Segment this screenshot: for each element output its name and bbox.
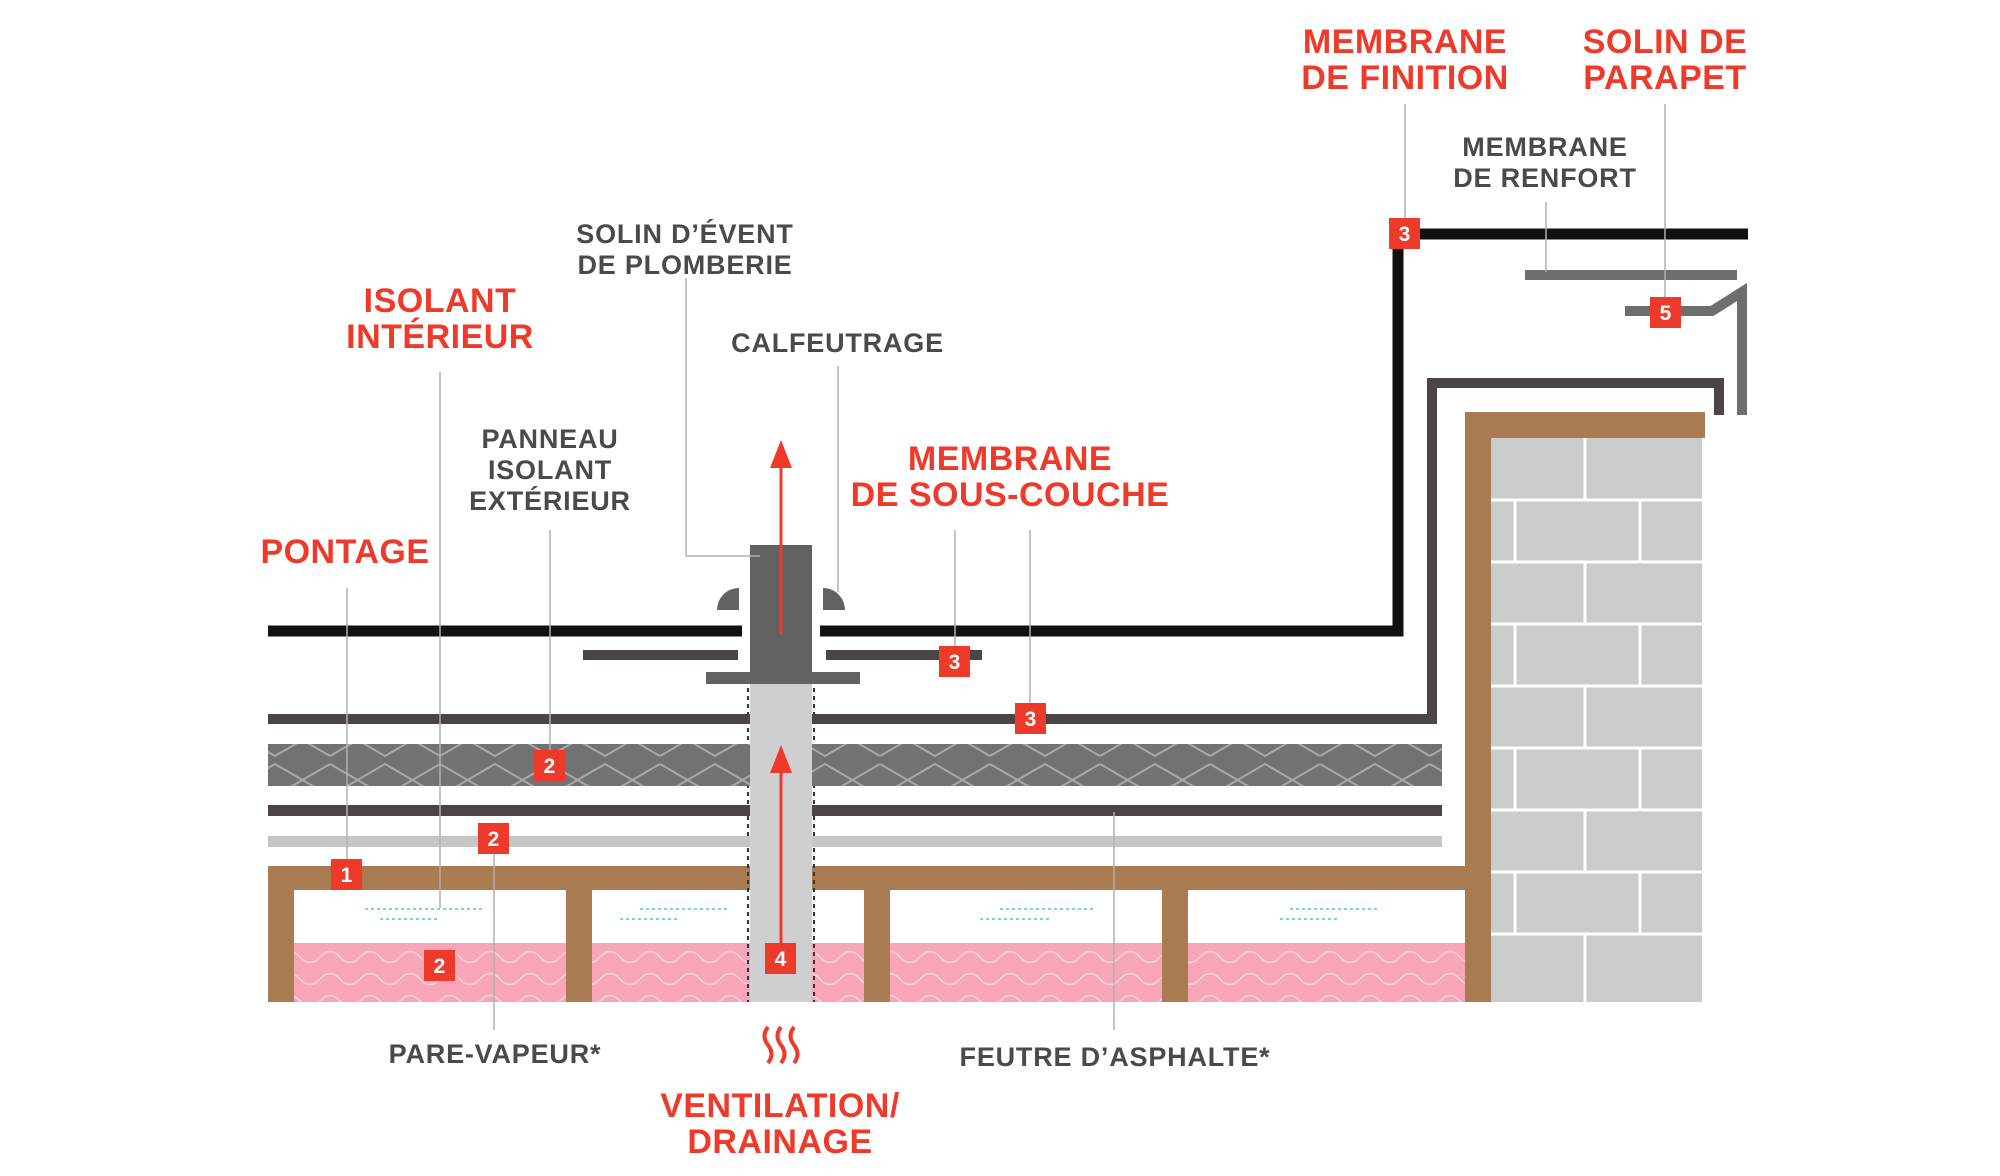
- plumbing-vent: [706, 545, 860, 684]
- vent-arrow-lower-icon: [770, 745, 792, 962]
- label-feutre-asphalte: FEUTRE D’ASPHALTE*: [959, 1042, 1271, 1072]
- svg-text:2: 2: [488, 828, 500, 851]
- badge-pontage: 1: [331, 859, 362, 890]
- vapour-barrier: [365, 908, 1380, 920]
- label-pontage: PONTAGE: [260, 533, 430, 571]
- svg-text:4: 4: [775, 948, 787, 971]
- badge-sous-couche-lower: 3: [1015, 703, 1046, 734]
- number-badges: 3 5 3 3 2 2 1 2 4: [331, 218, 1681, 981]
- svg-text:3: 3: [1399, 223, 1411, 246]
- badge-sous-couche-upper: 3: [939, 646, 970, 677]
- badge-ventilation: 4: [765, 943, 796, 974]
- badge-parapet: 5: [1650, 297, 1681, 328]
- label-membrane-sous-couche: MEMBRANE DE SOUS-COUCHE: [850, 440, 1170, 514]
- label-pare-vapeur: PARE-VAPEUR*: [388, 1039, 602, 1069]
- label-panneau-isolant: PANNEAU ISOLANT EXTÉRIEUR: [469, 424, 631, 516]
- wood-framing: [268, 412, 1705, 1002]
- label-ventilation-drainage: VENTILATION/ DRAINAGE: [660, 1087, 900, 1161]
- svg-text:5: 5: [1660, 302, 1672, 325]
- label-calfeutrage: CALFEUTRAGE: [731, 328, 944, 358]
- badge-finition: 3: [1389, 218, 1420, 249]
- label-membrane-renfort: MEMBRANE DE RENFORT: [1453, 132, 1637, 193]
- label-membrane-finition: MEMBRANE DE FINITION: [1301, 23, 1509, 97]
- svg-text:1: 1: [341, 864, 353, 887]
- heat-waves-icon: [762, 1025, 800, 1065]
- vent-arrow-icon: [770, 440, 792, 634]
- badge-isolant: 2: [424, 950, 455, 981]
- label-solin-parapet: SOLIN DE PARAPET: [1582, 23, 1748, 97]
- interior-insulation: [294, 943, 1465, 1002]
- badge-panneau: 2: [534, 750, 565, 781]
- leader-lines: [346, 104, 1666, 1030]
- roof-layers: [268, 228, 1748, 847]
- badge-pare-vapeur: 2: [478, 823, 509, 854]
- label-solin-event: SOLIN D’ÉVENT DE PLOMBERIE: [576, 219, 794, 280]
- svg-text:2: 2: [434, 955, 446, 978]
- svg-text:2: 2: [544, 755, 556, 778]
- label-isolant-interieur: ISOLANT INTÉRIEUR: [346, 282, 534, 356]
- svg-text:3: 3: [949, 651, 961, 674]
- brick-wall: [1490, 438, 1702, 1002]
- svg-text:3: 3: [1025, 708, 1037, 731]
